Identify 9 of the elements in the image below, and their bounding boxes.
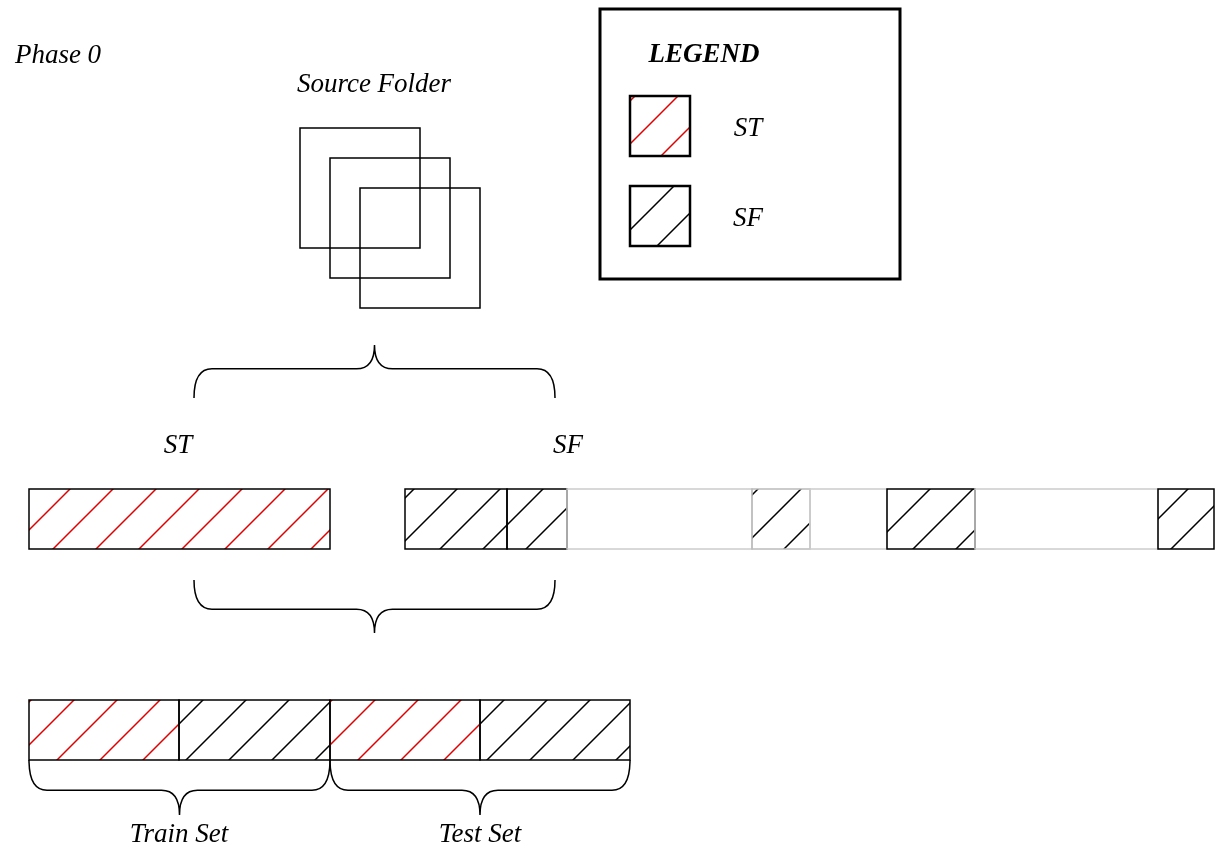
legend-label: SF [733,203,763,233]
legend-label: ST [733,113,763,143]
set-label: Train Set [129,819,229,849]
set-label: Test Set [438,819,522,849]
legend-title: LEGEND [648,39,760,69]
folder-label: Source Folder [296,69,452,99]
group-label: ST [163,430,193,460]
group-label: SF [553,430,583,460]
phase-label: Phase 0 [14,40,102,70]
